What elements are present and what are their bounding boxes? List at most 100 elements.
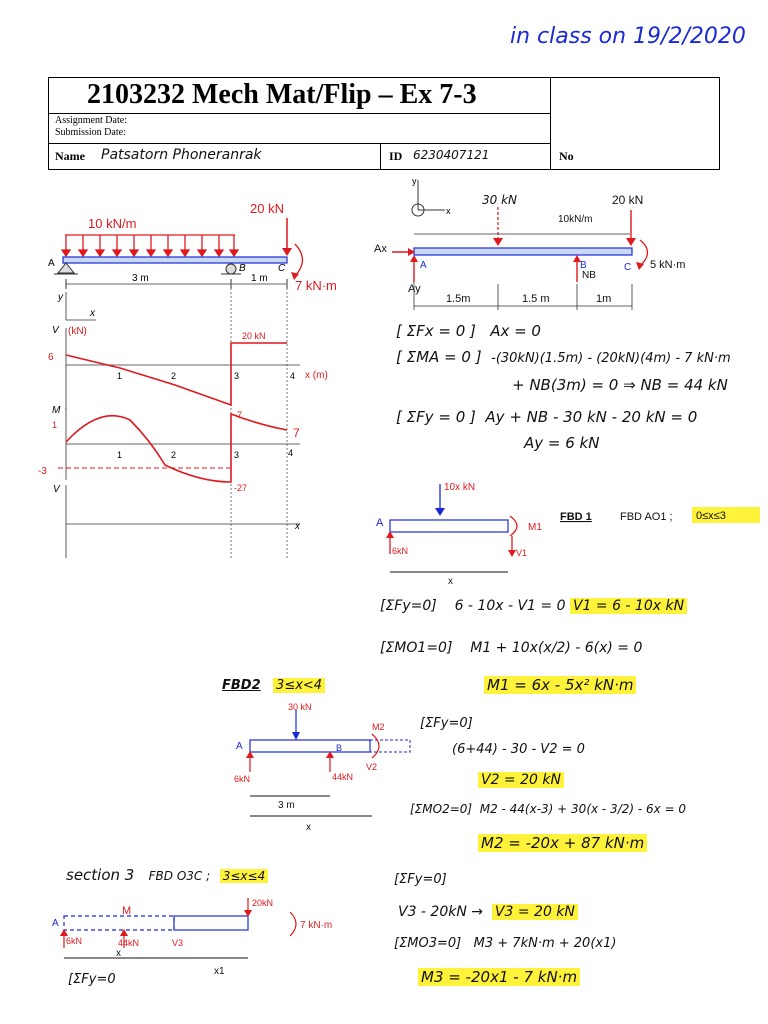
fbd2-eq-m-result: M2 = -20x + 87 kN·m [478, 834, 648, 852]
point-b-label: B [239, 263, 246, 274]
section3-ay-label: 6kN [66, 936, 82, 946]
dist-load-label: 10 kN/m [88, 216, 136, 231]
fbd1-eq-m-body: M1 + 10x(x/2) - 6(x) = 0 [470, 640, 643, 656]
name-cell: Name Patsatorn Phoneranrak [49, 144, 381, 169]
fbd1-eq-m-result: M1 = 6x - 5x² kN·m [484, 676, 637, 694]
fbd1-x-label: x [448, 576, 453, 587]
fbd2-eq-fy-label: [ΣFy=0] [420, 716, 473, 731]
moment-arc [294, 243, 304, 277]
class-date-note: in class on 19/2/2020 [510, 24, 746, 49]
section3-eq-fy-body: V3 - 20kN → [398, 904, 484, 920]
m-tick-x2: 2 [171, 450, 176, 460]
section3-range: 3≤x≤4 [219, 869, 269, 883]
distributed-load-arrows [60, 234, 240, 258]
eq1-label: [ ΣFx = 0 ] [396, 322, 476, 340]
section3-desc: FBD O3C ; [148, 869, 211, 883]
fbd1-eq-m-label: [ΣMO1=0] [380, 640, 453, 656]
m-tick-x3: 3 [234, 450, 239, 460]
moment-label: 7 kN·m [295, 278, 337, 293]
fbd-dist-label: 10kN/m [558, 214, 592, 225]
fbd2-ay-label: 6kN [234, 774, 250, 784]
fbd1-eq-fy-result: V1 = 6 - 10x kN [569, 598, 688, 614]
fbd2-x-label: x [306, 822, 311, 833]
section3-eq-fy-result: V3 = 20 kN [491, 904, 578, 920]
eq3: Ay + NB - 30 kN - 20 kN = 0 [485, 408, 698, 426]
fbd2-heading: FBD2 3≤x<4 [222, 678, 326, 693]
eq2: -(30kN)(1.5m) - (20kN)(4m) - 7 kN·m [491, 351, 731, 366]
tick-2: 2 [171, 371, 176, 381]
no-cell: No [551, 144, 719, 169]
section3-load-label: 20kN [252, 898, 273, 908]
m-val-right: -7 [234, 410, 242, 420]
fbd2-title: FBD2 [222, 678, 261, 693]
section3-partial-eq: [ΣFy=0 [68, 972, 116, 987]
fbd1-eq-fy: [ΣFy=0] 6 - 10x - V1 = 0 V1 = 6 - 10x kN [380, 598, 688, 614]
point-load-label: 20 kN [250, 201, 284, 216]
section3-eq-fy-label: [ΣFy=0] [394, 872, 447, 887]
fbd2-eq-m-body: M2 - 44(x-3) + 30(x - 3/2) - 6x = 0 [479, 802, 687, 816]
section3-x-label: x [116, 948, 121, 959]
fbd1-eq-m: [ΣMO1=0] M1 + 10x(x/2) - 6(x) = 0 [380, 640, 642, 656]
id-cell: ID 6230407121 [381, 144, 551, 169]
fbd2-diagram: 30 kN A B 6kN 44kN M2 V2 3 m x [234, 702, 411, 833]
fbd-load-20: 20 kN [612, 193, 643, 207]
fbd-ax-label: Ax [374, 243, 387, 255]
fbd2-nb-label: 44kN [332, 772, 353, 782]
fbd2-b-label: B [336, 743, 342, 753]
m-axis-label: M [52, 405, 61, 416]
section3-eq-m-body: M3 + 7kN·m + 20(x1) [473, 936, 617, 951]
section3-eq-m-result-row: M3 = -20x1 - 7 kN·m [418, 968, 581, 986]
tick-1: 1 [117, 371, 122, 381]
fbd2-a-label: A [236, 741, 243, 752]
point-c-label: C [278, 263, 286, 274]
fbd2-eq-m: [ΣMO2=0] M2 - 44(x-3) + 30(x - 3/2) - 6x… [410, 802, 686, 816]
equilibrium-equations: [ ΣFx = 0 ] Ax = 0 [ ΣMA = 0 ] -(30kN)(1… [396, 318, 731, 456]
eq3-label: [ ΣFy = 0 ] [396, 408, 476, 426]
m-val-neg27: -27 [234, 483, 247, 493]
section3-x1-label: x1 [214, 966, 225, 977]
fbd2-eq-fy-result-row: V2 = 20 kN [478, 772, 564, 788]
section3-eq-m-label: [ΣMO3=0] [394, 936, 462, 951]
fbd-c-label: C [624, 262, 631, 273]
fbd1-a-label: A [376, 517, 384, 529]
header-table: 2103232 Mech Mat/Flip – Ex 7-3 Assignmen… [48, 77, 720, 170]
fbd1-eq-m-result-row: M1 = 6x - 5x² kN·m [484, 676, 637, 694]
m-tick-x1: 1 [117, 450, 122, 460]
section3-eq-fy: V3 - 20kN → V3 = 20 kN [398, 904, 578, 920]
beam [62, 256, 288, 264]
eq2-label: [ ΣMA = 0 ] [396, 348, 482, 366]
fbd2-eq-fy-result: V2 = 20 kN [478, 772, 564, 788]
section3-a-label: A [52, 918, 59, 929]
dates-cell: Assignment Date: Submission Date: [49, 114, 551, 144]
v-tick-6: 6 [48, 352, 54, 363]
fbd1-diagram: 10x kN A 6kN M1 V1 x FBD 1 FBD AO1 ; 0≤x… [376, 482, 760, 587]
fbd2-eq-m-label: [ΣMO2=0] [410, 802, 473, 816]
section3-moment-label: 7 kN·m [300, 920, 332, 931]
eq2b: + NB(3m) = 0 ⇒ NB = 44 kN [512, 376, 728, 394]
fbd2-beam [249, 739, 371, 753]
no-label: No [559, 149, 574, 163]
page-title: 2103232 Mech Mat/Flip – Ex 7-3 [87, 79, 477, 110]
fbd-b-label: B [580, 260, 587, 271]
span-ab-label: 3 m [132, 273, 149, 284]
fbd-dim3: 1m [596, 293, 611, 305]
v-20kn-label: 20 kN [242, 331, 266, 341]
v2-axis-label: V [53, 484, 61, 495]
pin-support-a [56, 262, 76, 274]
submission-date-label: Submission Date: [55, 127, 126, 138]
main-fbd: y x 30 kN 20 kN 10kN/m Ax Ay NB A B C 5 … [374, 176, 685, 310]
fbd-dim1: 1.5m [446, 293, 470, 305]
problem-beam-diagram: 10 kN/m 20 kN 7 kN·m A B C 3 m 1 m y x V… [38, 201, 337, 558]
eq1: Ax = 0 [490, 322, 541, 340]
fbd-nb-label: NB [582, 270, 596, 281]
name-label: Name [55, 149, 85, 163]
fbd1-ay-label: 6kN [392, 546, 408, 556]
m-tick-1: 1 [52, 420, 57, 430]
v-unit-label: (kN) [68, 326, 87, 337]
fbd1-range: 0≤x≤3 [696, 510, 726, 522]
v-axis-label: V [52, 325, 60, 336]
point-a-label: A [48, 258, 55, 269]
eq3b: Ay = 6 kN [524, 434, 600, 452]
moment-curve [65, 412, 288, 483]
fbd-ay-label: Ay [408, 283, 421, 295]
